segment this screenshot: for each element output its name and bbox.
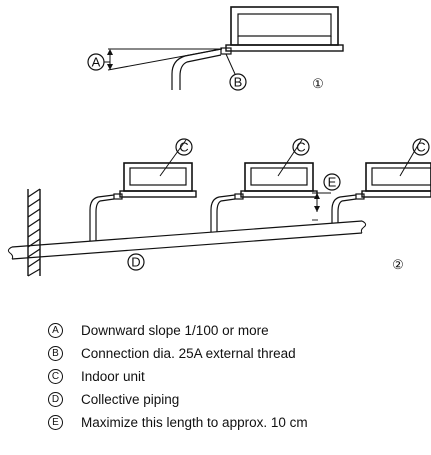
svg-text:C: C	[416, 140, 425, 155]
legend-item: E Maximize this length to approx. 10 cm	[48, 411, 418, 434]
marker-c-3: C	[412, 138, 430, 156]
legend-item: D Collective piping	[48, 388, 418, 411]
length-dimension	[312, 192, 331, 221]
legend-item: C Indoor unit	[48, 365, 418, 388]
legend-item: A Downward slope 1/100 or more	[48, 319, 418, 342]
legend-item: B Connection dia. 25A external thread	[48, 342, 418, 365]
legend-key: A	[48, 323, 63, 338]
marker-b: B	[225, 53, 247, 91]
collective-pipe	[7, 220, 367, 260]
legend-text: Maximize this length to approx. 10 cm	[81, 415, 308, 430]
legend-text: Connection dia. 25A external thread	[81, 346, 296, 361]
legend-text: Indoor unit	[81, 369, 145, 384]
marker-e: E	[323, 173, 341, 191]
legend-key: E	[48, 415, 63, 430]
indoor-unit-1	[89, 139, 197, 241]
legend: A Downward slope 1/100 or more B Connect…	[48, 319, 418, 434]
legend-text: Collective piping	[81, 392, 180, 407]
legend-key: B	[48, 346, 63, 361]
svg-text:C: C	[179, 140, 188, 155]
legend-text: Downward slope 1/100 or more	[81, 323, 269, 338]
svg-text:A: A	[92, 55, 101, 70]
drain-pipe-fig1	[171, 48, 222, 90]
marker-c-1: C	[175, 138, 193, 156]
figure-number-2: ②	[392, 257, 404, 272]
svg-text:B: B	[234, 75, 243, 90]
slope-dimension	[107, 49, 113, 70]
svg-text:E: E	[328, 175, 337, 190]
marker-d: D	[127, 253, 145, 271]
figure-number-1: ①	[312, 76, 324, 91]
svg-text:C: C	[296, 140, 305, 155]
figure-1: A B ①	[87, 6, 344, 91]
figure-2: C C C E D ②	[7, 138, 431, 277]
svg-text:D: D	[131, 255, 140, 270]
indoor-unit-fig1	[225, 6, 344, 52]
piping-diagram: A B ①	[7, 6, 431, 277]
legend-key: D	[48, 392, 63, 407]
marker-c-2: C	[292, 138, 310, 156]
indoor-unit-3	[331, 139, 431, 223]
marker-a: A	[87, 53, 110, 71]
legend-key: C	[48, 369, 63, 384]
wall	[27, 188, 41, 277]
